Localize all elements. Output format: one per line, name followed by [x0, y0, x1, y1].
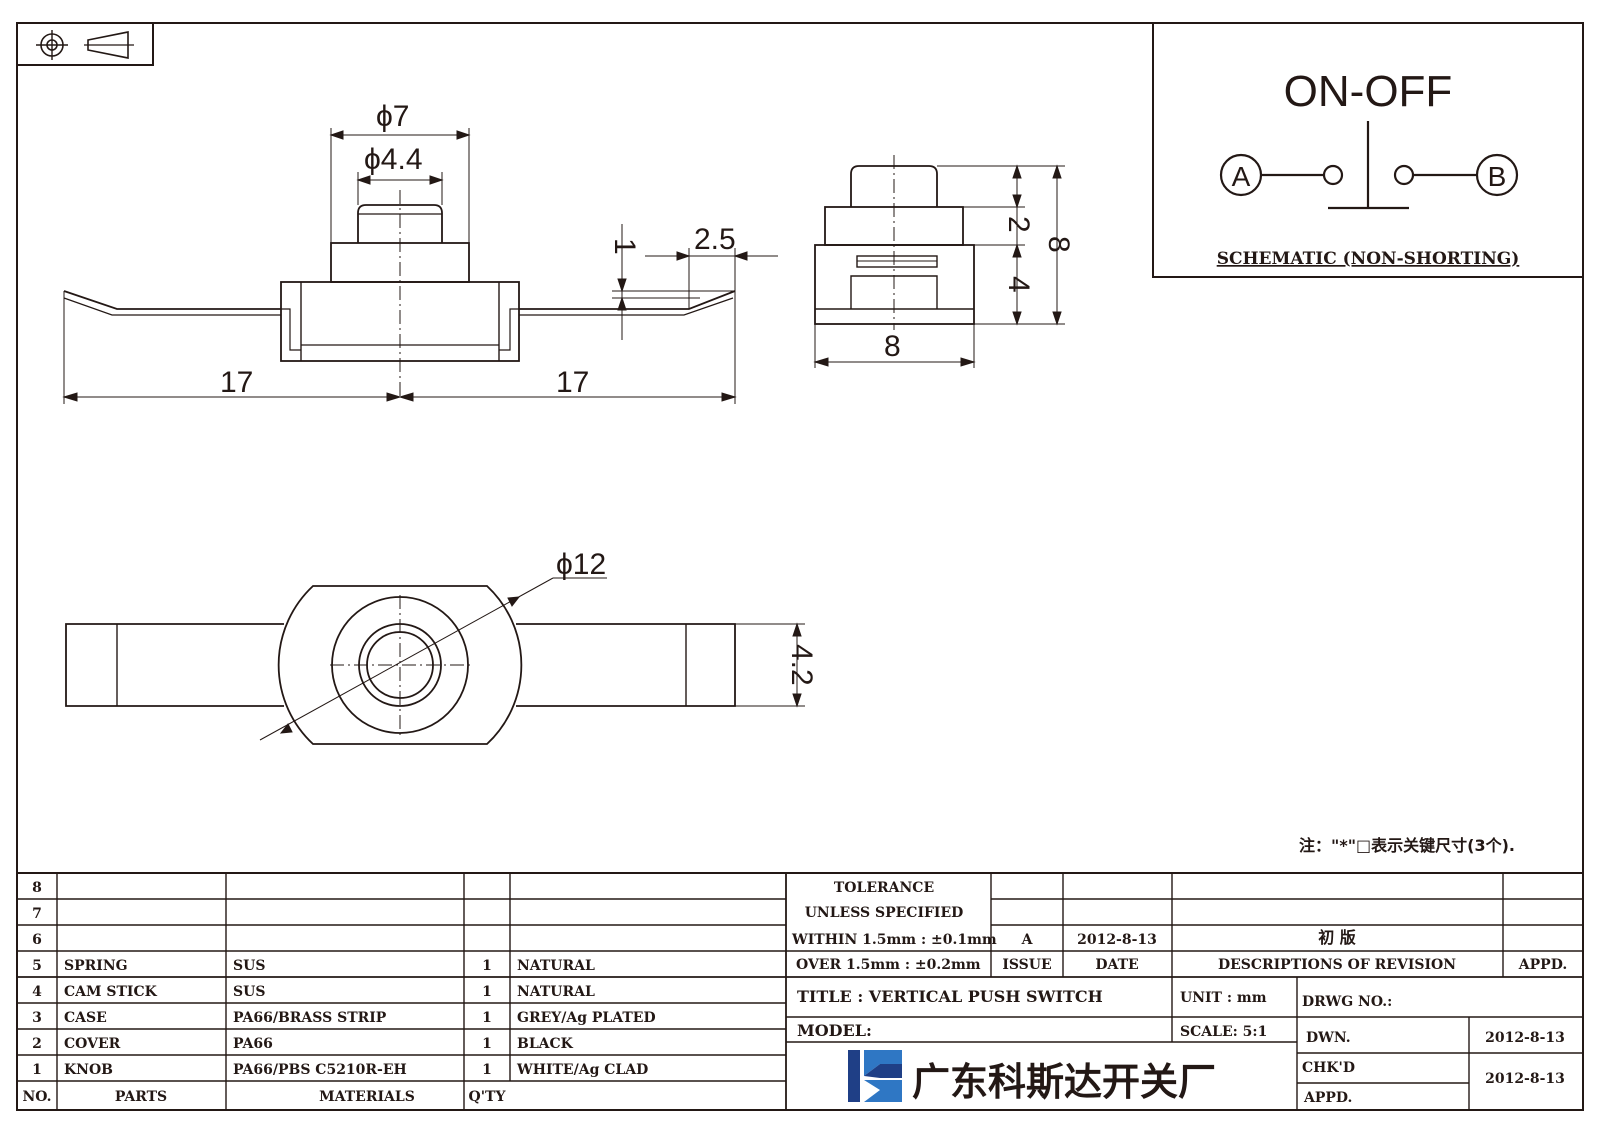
- revision-label-approved: APPD.: [1518, 957, 1567, 973]
- contact-left: [1322, 164, 1344, 186]
- schematic-mode: ON-OFF: [1284, 67, 1453, 116]
- bom-cell-material: PA66/BRASS STRIP: [233, 1010, 387, 1026]
- revision-description: 初 版: [1318, 928, 1356, 947]
- drawing-title: TITLE : VERTICAL PUSH SWITCH: [797, 987, 1103, 1006]
- tolerance-line-1: TOLERANCE: [834, 880, 934, 896]
- bom-cell-no: 5: [32, 958, 42, 974]
- dim-side-upper: 2: [1002, 216, 1035, 233]
- bom-cell-part: CASE: [64, 1010, 107, 1026]
- top-view-dimensions: [259, 577, 805, 741]
- bom-cell-no: 1: [32, 1062, 42, 1078]
- tolerance-line-3: WITHIN 1.5mm : ±0.1mm: [791, 932, 997, 948]
- bom-cell-qty: 1: [482, 1036, 492, 1052]
- revision-label-date: DATE: [1095, 957, 1138, 973]
- tolerance-line-4: OVER 1.5mm : ±0.2mm: [796, 957, 981, 973]
- terminal-b-circle: [1475, 153, 1519, 197]
- drawn-date: 2012-8-13: [1485, 1030, 1565, 1046]
- bom-cell-no: 2: [32, 1036, 42, 1052]
- checked-date: 2012-8-13: [1485, 1071, 1565, 1087]
- bom-cell-part: CAM STICK: [64, 984, 158, 1000]
- bom-cell-part: SPRING: [64, 958, 128, 974]
- bom-cell-part: COVER: [64, 1036, 121, 1052]
- bom-cell-finish: BLACK: [517, 1036, 574, 1052]
- approved-label: APPD.: [1303, 1090, 1352, 1106]
- dim-side-width: 8: [884, 330, 901, 363]
- dim-terminal-width: 4.2: [785, 644, 818, 686]
- bom-cell-material: PA66/PBS C5210R-EH: [233, 1062, 407, 1078]
- drawing-number-label: DRWG NO.:: [1302, 994, 1392, 1010]
- dim-flange-dia: ϕ12: [556, 548, 606, 581]
- terminal-b-label: B: [1488, 161, 1507, 192]
- bom-cell-no: 6: [32, 932, 42, 948]
- revision-label-description: DESCRIPTIONS OF REVISION: [1218, 957, 1456, 973]
- bom-cell-part: KNOB: [64, 1062, 113, 1078]
- projection-symbol: [16, 22, 154, 66]
- tolerance-line-2: UNLESS SPECIFIED: [805, 905, 964, 921]
- company-logo: [848, 1050, 902, 1102]
- bom-cell-material: SUS: [233, 984, 265, 1000]
- dim-right-span: 17: [556, 366, 589, 399]
- drawn-label: DWN.: [1306, 1030, 1351, 1046]
- bom-cell-no: 7: [32, 906, 42, 922]
- schematic-caption: SCHEMATIC (NON-SHORTING): [1217, 249, 1520, 269]
- bom-cell-no: 4: [32, 984, 42, 1000]
- bom-header-qty: Q'TY: [469, 1089, 507, 1105]
- dim-terminal-tip: 2.5: [694, 223, 736, 256]
- bom-cell-finish: NATURAL: [517, 984, 595, 1000]
- side-view-dimensions: [813, 155, 1065, 368]
- dim-side-lower: 4: [1002, 276, 1035, 293]
- terminal-a-label: A: [1232, 161, 1251, 192]
- company-name: 广东科斯达开关厂: [912, 1060, 1216, 1104]
- bom-header-parts: PARTS: [115, 1089, 167, 1105]
- dim-side-total: 8: [1042, 236, 1075, 253]
- bom-cell-qty: 1: [482, 958, 492, 974]
- bom-cell-no: 8: [32, 880, 42, 896]
- bottom-table-grid: [17, 872, 1583, 1110]
- front-view-dimensions: [62, 128, 778, 404]
- dim-knob-inner-dia: ϕ4.4: [364, 143, 423, 176]
- bom-cell-finish: GREY/Ag PLATED: [517, 1010, 656, 1026]
- bom-cell-finish: NATURAL: [517, 958, 595, 974]
- bom-cell-qty: 1: [482, 1062, 492, 1078]
- bom-cell-material: SUS: [233, 958, 265, 974]
- dim-terminal-offset: 1: [608, 238, 641, 255]
- revision-label-issue: ISSUE: [1002, 957, 1051, 973]
- model-label: MODEL:: [797, 1021, 872, 1040]
- bom-header-materials: MATERIALS: [319, 1089, 415, 1105]
- checked-label: CHK'D: [1302, 1060, 1355, 1076]
- bom-cell-finish: WHITE/Ag CLAD: [516, 1062, 648, 1078]
- drawing-frame: [16, 22, 1584, 1111]
- contact-right: [1393, 164, 1415, 186]
- unit-label: UNIT : mm: [1180, 990, 1267, 1006]
- key-dimension-note: 注："*"□表示关键尺寸(3个).: [1299, 836, 1515, 855]
- bom-cell-qty: 1: [482, 1010, 492, 1026]
- bom-cell-material: PA66: [233, 1036, 273, 1052]
- scale-label: SCALE: 5:1: [1180, 1024, 1267, 1040]
- bom-cell-no: 3: [32, 1010, 42, 1026]
- revision-date: 2012-8-13: [1077, 932, 1157, 948]
- dim-knob-outer-dia: ϕ7: [376, 100, 410, 133]
- bom-cell-qty: 1: [482, 984, 492, 1000]
- dim-left-span: 17: [220, 366, 253, 399]
- schematic-box: ON-OFF A B SCHEMATIC (NON-SHORTING): [1152, 22, 1584, 278]
- bom-header-no: NO.: [22, 1089, 51, 1105]
- revision-issue: A: [1021, 932, 1034, 948]
